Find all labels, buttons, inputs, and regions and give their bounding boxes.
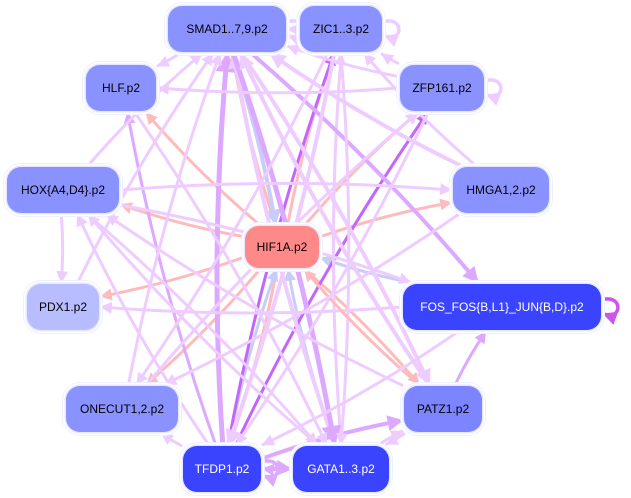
node-label: ONECUT1,2.p2 (79, 402, 165, 416)
edge-zfp-to-hlf (156, 82, 400, 95)
edge-onecut-to-smad (127, 52, 222, 386)
node-label: SMAD1..7,9.p2 (186, 22, 268, 36)
edge-hmga-to-smad (268, 52, 462, 167)
node-label: FOS_FOS{B,L1}_JUN{B,D}.p2 (420, 300, 584, 314)
graph-node-onecut[interactable]: ONECUT1,2.p2 (66, 386, 178, 432)
node-label: ZIC1..3.p2 (312, 22, 370, 36)
self-loop-zfp (483, 78, 503, 106)
edge-zfp-to-zic (380, 52, 400, 66)
edge-hox-to-gata (86, 213, 318, 446)
edge-hlf-to-gata (133, 111, 328, 446)
node-label: HLF.p2 (101, 81, 141, 95)
node-label: GATA1..3.p2 (307, 462, 375, 476)
graph-node-hif[interactable]: HIF1A.p2 (245, 226, 319, 268)
node-label: HIF1A.p2 (256, 240, 308, 254)
node-label: PATZ1.p2 (416, 402, 470, 416)
edge-zfp-to-smad (286, 44, 400, 78)
edge-smad-to-patz (239, 52, 432, 386)
self-loop-tfdp (260, 459, 280, 487)
edge-zic-to-gata (335, 52, 351, 446)
self-loop-zic (381, 19, 401, 47)
edge-zic-to-onecut (135, 52, 329, 386)
edge-tfdp-to-hlf (123, 111, 217, 446)
node-label: ZFP161.p2 (412, 81, 472, 95)
edge-pdx-to-smad (76, 52, 215, 284)
graph-node-pdx[interactable]: PDX1.p2 (27, 284, 99, 330)
graph-node-hox[interactable]: HOX{A4,D4}.p2 (7, 167, 119, 213)
graph-node-gata[interactable]: GATA1..3.p2 (293, 446, 389, 492)
node-label: HOX{A4,D4}.p2 (20, 183, 106, 197)
edge-patz-to-gata (385, 432, 406, 446)
graph-node-fos[interactable]: FOS_FOS{B,L1}_JUN{B,D}.p2 (403, 284, 601, 330)
node-label: HMGA1,2.p2 (466, 183, 536, 197)
edge-patz-to-hif (303, 268, 420, 386)
edge-layer (56, 19, 620, 487)
node-label: TFDP1.p2 (194, 462, 250, 476)
edge-hox-to-hmga (119, 181, 453, 196)
edge-fos-to-tfdp (261, 330, 460, 447)
edge-smad-to-fos (250, 52, 480, 284)
self-loop-fos (600, 297, 620, 325)
graph-node-hmga[interactable]: HMGA1,2.p2 (453, 167, 549, 213)
edge-hox-to-pdx (56, 213, 69, 284)
graph-node-smad[interactable]: SMAD1..7,9.p2 (168, 6, 286, 52)
graph-node-patz[interactable]: PATZ1.p2 (404, 386, 482, 432)
edge-fos-to-pdx (99, 301, 403, 315)
node-label: PDX1.p2 (38, 300, 88, 314)
edge-smad-to-hlf (156, 52, 181, 68)
edge-gata-to-hox (87, 213, 319, 446)
edge-hmga-to-onecut (163, 213, 460, 386)
edge-zfp-to-tfdp (235, 111, 430, 446)
edge-patz-to-smad (238, 52, 431, 386)
graph-node-tfdp[interactable]: TFDP1.p2 (183, 446, 261, 492)
edge-tfdp-to-onecut (160, 432, 183, 447)
edge-gata-to-zic (331, 52, 347, 446)
edge-patz-to-fos (454, 330, 488, 386)
edge-patz-to-hox (105, 213, 404, 387)
edge-tfdp-to-smad (214, 51, 236, 447)
edge-tfdp-to-zfp (234, 111, 429, 446)
graph-node-zfp[interactable]: ZFP161.p2 (400, 65, 484, 111)
graph-node-hlf[interactable]: HLF.p2 (86, 65, 156, 111)
graph-node-zic[interactable]: ZIC1..3.p2 (300, 6, 382, 52)
